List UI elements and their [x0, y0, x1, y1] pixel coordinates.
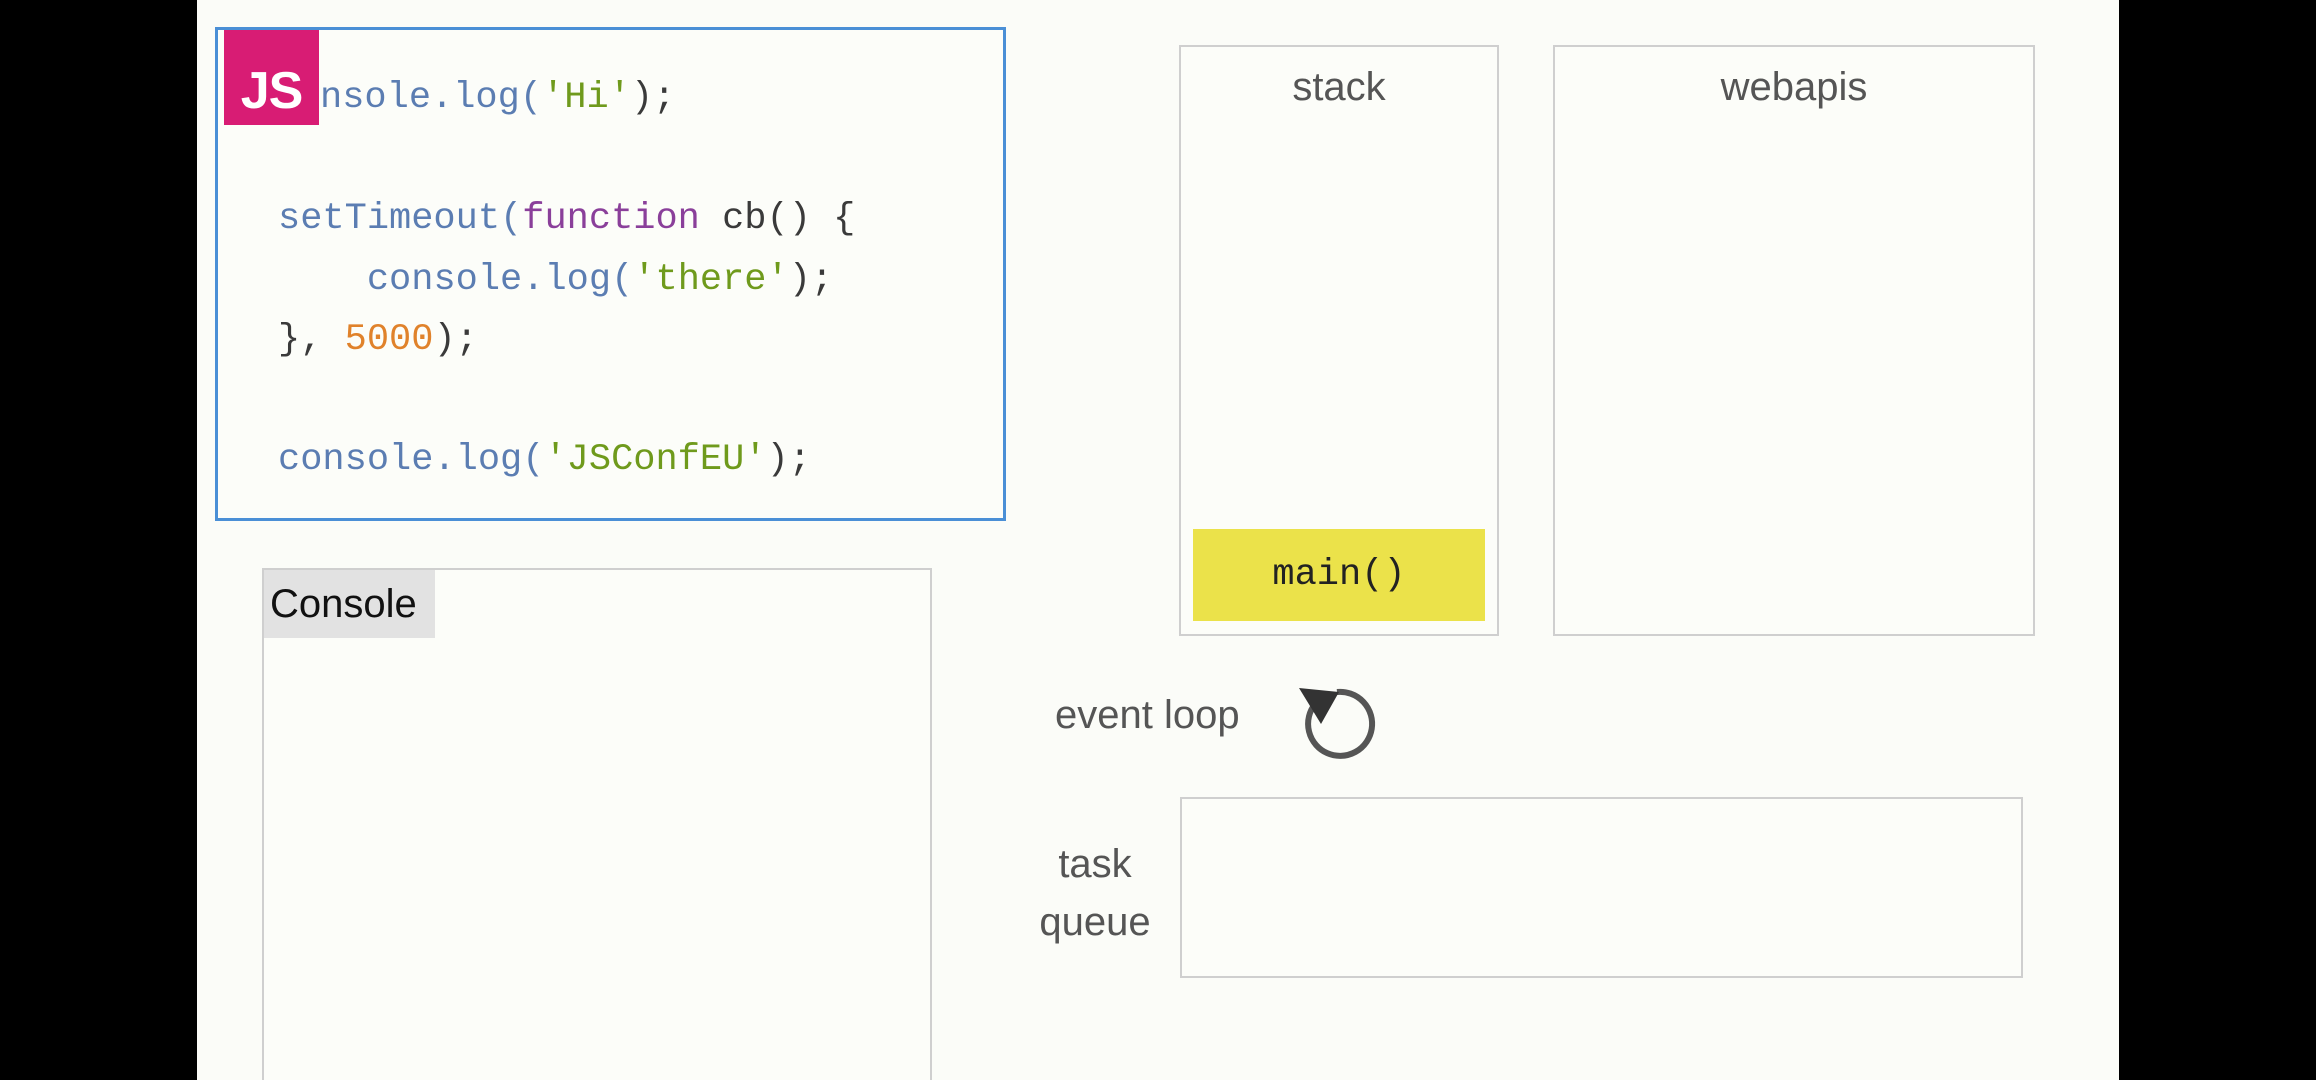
code-string: 'Hi' — [542, 77, 631, 119]
stack-panel: stack main() — [1179, 45, 1499, 636]
task-queue-label-line1: task — [1058, 842, 1132, 886]
code-keyword: function — [522, 198, 700, 240]
code-string: 'JSConfEU' — [544, 439, 767, 481]
code-fn: nsole.log( — [320, 77, 543, 119]
webapis-panel: webapis — [1553, 45, 2035, 636]
code-string: 'there' — [633, 259, 789, 301]
code-fn: setTimeout( — [278, 198, 523, 240]
console-panel: Console — [262, 568, 932, 1080]
code-fn: console.log( — [278, 439, 545, 481]
event-loop-label: event loop — [1055, 693, 1240, 737]
code-punct: ); — [788, 259, 834, 301]
code-punct: ); — [766, 439, 811, 481]
code-punct: ); — [630, 77, 676, 119]
stack-frame: main() — [1193, 529, 1485, 621]
code-punct: }, — [278, 319, 345, 361]
code-line-2: setTimeout(function cb() { — [278, 201, 855, 238]
code-panel: nsole.log('Hi'); setTimeout(function cb(… — [215, 27, 1006, 521]
rotate-arrow-icon — [1299, 688, 1376, 759]
code-line-3: console.log('there'); — [278, 262, 833, 299]
webapis-title: webapis — [1720, 65, 1868, 109]
slide: nsole.log('Hi'); setTimeout(function cb(… — [197, 0, 2119, 1080]
code-number: 5000 — [344, 319, 434, 361]
code-fn: console.log( — [366, 259, 634, 301]
code-line-4: }, 5000); — [278, 322, 478, 359]
code-line-5: console.log('JSConfEU'); — [278, 442, 811, 479]
stack-title: stack — [1292, 65, 1386, 109]
task-queue-label: task queue — [1025, 835, 1165, 951]
task-queue-panel — [1180, 797, 2023, 978]
code-line-1: nsole.log('Hi'); — [278, 80, 675, 117]
task-queue-label-line2: queue — [1039, 900, 1151, 944]
js-logo: JS — [224, 30, 319, 125]
console-title: Console — [264, 570, 435, 638]
code-punct: ); — [433, 319, 478, 361]
code-punct: cb() { — [699, 198, 856, 240]
